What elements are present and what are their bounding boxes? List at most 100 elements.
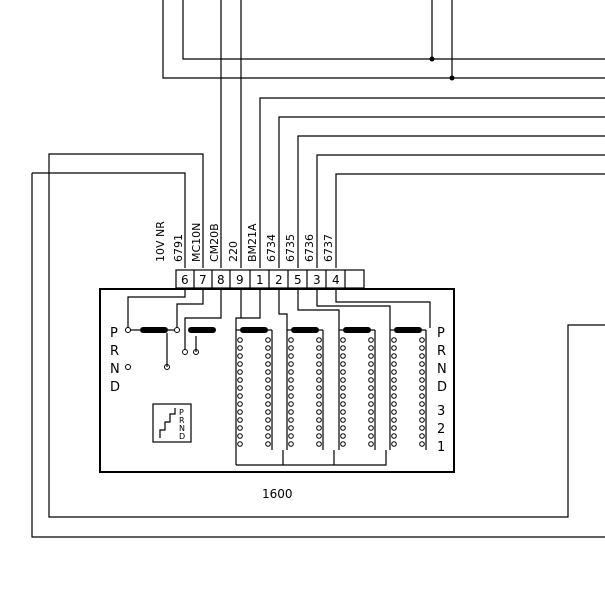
- contact-hole: [265, 377, 271, 383]
- contact-hole: [288, 441, 294, 447]
- wire-label: 6737: [322, 234, 335, 262]
- contact-hole: [419, 425, 425, 431]
- contact-hole: [391, 433, 397, 439]
- contact-hole: [368, 433, 374, 439]
- contact-hole: [288, 345, 294, 351]
- position-label: 2: [437, 422, 445, 437]
- junction-dot: [429, 56, 435, 62]
- contact-hole: [316, 353, 322, 359]
- contact-hole: [391, 337, 397, 343]
- wire-top-a: [182, 0, 605, 60]
- contact-hole: [340, 401, 346, 407]
- contact-hole: [237, 353, 243, 359]
- contact-hole: [288, 425, 294, 431]
- position-label: P: [437, 326, 445, 341]
- contact-hole: [316, 369, 322, 375]
- pin-number: 4: [332, 273, 340, 287]
- contact-hole: [288, 401, 294, 407]
- contact-hole: [265, 441, 271, 447]
- contact-hole: [419, 401, 425, 407]
- contact-hole: [316, 401, 322, 407]
- wire-pin2: [278, 116, 605, 268]
- pin-number: 5: [294, 273, 302, 287]
- contact-hole: [340, 385, 346, 391]
- wire-label: 6735: [284, 234, 297, 262]
- contact-hole: [288, 377, 294, 383]
- contact-hole: [265, 425, 271, 431]
- contact-hole: [368, 377, 374, 383]
- wire-pin3: [316, 154, 605, 268]
- contact-ladder-3: [338, 327, 376, 450]
- shift-letter: D: [179, 432, 185, 441]
- contact-hole: [237, 433, 243, 439]
- component-box: [99, 288, 455, 473]
- contact-hole: [419, 417, 425, 423]
- pin-number: 7: [199, 273, 207, 287]
- contact-hole: [288, 337, 294, 343]
- position-label: D: [110, 380, 120, 395]
- contact-ladder-1: [235, 327, 273, 465]
- contact-hole: [237, 441, 243, 447]
- contact-hole: [288, 409, 294, 415]
- contact-hole: [419, 377, 425, 383]
- contact-hole: [237, 345, 243, 351]
- contact-hole: [316, 345, 322, 351]
- contact-hole: [419, 345, 425, 351]
- contact-hole: [265, 353, 271, 359]
- wire-pin7-loop: [48, 153, 605, 518]
- contact-hole: [316, 377, 322, 383]
- contact-ladder-2: [286, 327, 324, 450]
- wire-pin5: [297, 135, 605, 268]
- pin-number: 2: [275, 273, 283, 287]
- pin-number: 9: [236, 273, 244, 287]
- contact-hole: [265, 337, 271, 343]
- contact-hole: [265, 369, 271, 375]
- contact-hole: [316, 337, 322, 343]
- contact-hole: [237, 369, 243, 375]
- contact-hole: [340, 393, 346, 399]
- contact-hole: [419, 353, 425, 359]
- contact-hole: [340, 417, 346, 423]
- wire-label: 6791: [172, 234, 185, 262]
- contact-hole: [340, 409, 346, 415]
- contact-hole: [237, 417, 243, 423]
- contact-hole: [368, 417, 374, 423]
- contact-hole: [391, 385, 397, 391]
- contact-hole: [288, 361, 294, 367]
- wire-label: 6734: [265, 234, 278, 262]
- contact-hole: [340, 377, 346, 383]
- contact-hole: [265, 385, 271, 391]
- contact-hole: [419, 441, 425, 447]
- contact-hole: [419, 433, 425, 439]
- contact-hole: [368, 425, 374, 431]
- wire-pin6-loop: [32, 172, 186, 268]
- contact-hole: [368, 401, 374, 407]
- shift-letter: N: [179, 424, 185, 433]
- position-label: N: [110, 362, 120, 377]
- contact-hole: [265, 393, 271, 399]
- contact-hole: [368, 337, 374, 343]
- contact-hole: [391, 441, 397, 447]
- contact-hole: [391, 361, 397, 367]
- pin-number: 3: [313, 273, 321, 287]
- wire-label: MC10N: [190, 223, 203, 262]
- contact-hole: [237, 401, 243, 407]
- bus-bar: [236, 450, 387, 466]
- pin-number: 6: [181, 273, 189, 287]
- contact-hole: [288, 433, 294, 439]
- position-label: R: [110, 344, 119, 359]
- contact-hole: [316, 385, 322, 391]
- contact-hole: [237, 337, 243, 343]
- contact-hole: [368, 441, 374, 447]
- contact-hole: [265, 401, 271, 407]
- contact-hole: [391, 417, 397, 423]
- contact-hole: [340, 361, 346, 367]
- contact-hole: [391, 425, 397, 431]
- contact-hole: [340, 433, 346, 439]
- contact-hole: [340, 425, 346, 431]
- contact-hole: [368, 385, 374, 391]
- contact-hole: [391, 353, 397, 359]
- contact-hole: [391, 393, 397, 399]
- contact-hole: [237, 385, 243, 391]
